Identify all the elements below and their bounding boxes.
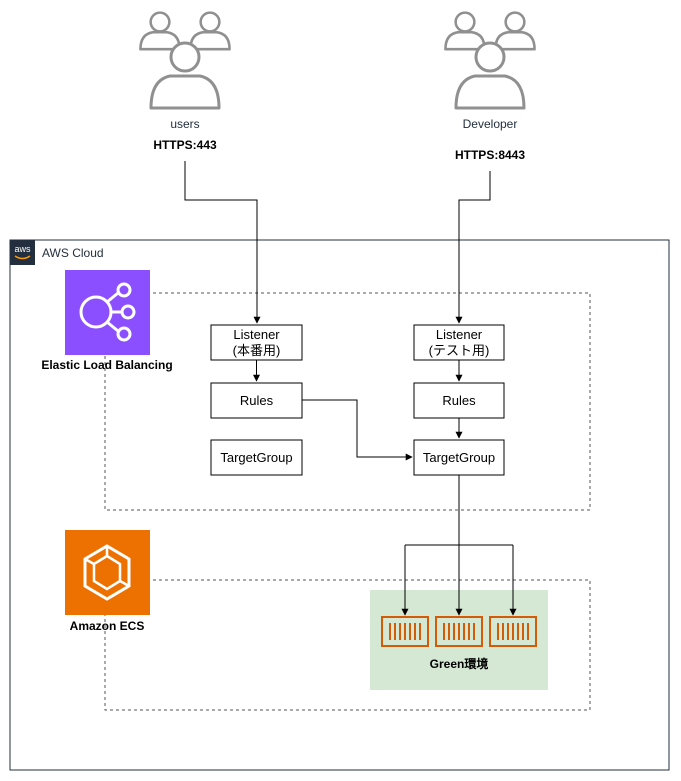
container-2-icon [435, 616, 483, 647]
rules-test-box[interactable]: Rules [413, 382, 505, 419]
users-to-listener-connector [184, 161, 261, 324]
listener-prod-box[interactable]: Listener (本番用) [210, 324, 303, 361]
users-port-label: HTTPS:443 [153, 138, 217, 152]
rules-prod-box[interactable]: Rules [210, 382, 303, 419]
targetgroup-blue-box[interactable]: TargetGroup [210, 439, 303, 476]
listener-prod-line1: Listener [233, 327, 280, 342]
targetgroup-blue-label: TargetGroup [220, 450, 292, 465]
amazon-ecs-icon [65, 530, 150, 615]
targetgroup-green-box[interactable]: TargetGroup [413, 439, 505, 476]
elb-group [104, 292, 591, 511]
aws-cloud-group [9, 239, 670, 771]
developer-label: Developer [463, 117, 518, 131]
elb-label: Elastic Load Balancing [41, 358, 172, 372]
developer-port-label: HTTPS:8443 [455, 148, 525, 162]
container-3-icon [489, 616, 537, 647]
ecs-group [104, 579, 591, 711]
rules-prod-label: Rules [240, 393, 274, 408]
users-icon [139, 11, 231, 110]
users-label: users [170, 117, 199, 131]
svg-text:aws: aws [14, 244, 31, 254]
listener-test-line2: (テスト用) [429, 343, 490, 358]
rules-test-label: Rules [442, 393, 476, 408]
targetgroup-green-label: TargetGroup [423, 450, 495, 465]
aws-cloud-badge: aws [10, 240, 35, 265]
green-environment-label: Green環境 [430, 656, 489, 671]
developer-icon [444, 11, 536, 110]
listener-prod-line2: (本番用) [233, 343, 281, 358]
elastic-load-balancing-icon [65, 270, 150, 355]
listener-test-box[interactable]: Listener (テスト用) [413, 324, 505, 361]
container-1-icon [381, 616, 429, 647]
ecs-label: Amazon ECS [70, 619, 145, 633]
aws-cloud-label: AWS Cloud [42, 246, 104, 260]
developer-to-listener-connector [455, 171, 491, 324]
listener-test-line1: Listener [436, 327, 483, 342]
rules-prod-to-targetgroup-connector [302, 399, 413, 461]
